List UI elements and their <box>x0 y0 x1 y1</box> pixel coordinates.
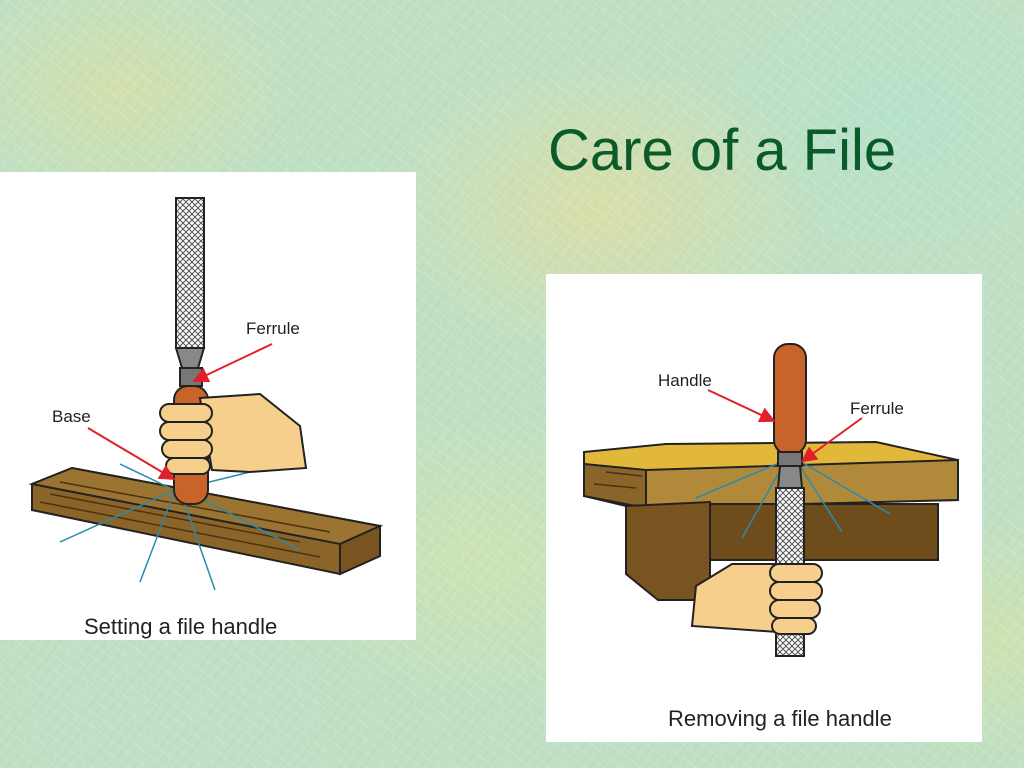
base-arrow <box>87 427 176 481</box>
file-handle-right <box>773 343 807 455</box>
ferrule-arrow-right <box>800 417 863 463</box>
figure-setting-file-handle: Ferrule Base Setting a file handle <box>0 172 416 640</box>
illustration-removing-handle <box>583 343 959 657</box>
figure-removing-file-handle: Handle Ferrule Removing a file handle <box>546 274 982 742</box>
hand-right <box>690 563 823 635</box>
ferrule-right <box>777 451 803 467</box>
wooden-board <box>28 466 384 576</box>
label-base: Base <box>52 407 91 426</box>
illustration-setting-handle <box>28 197 384 591</box>
impact-lines <box>59 463 301 591</box>
handle-arrow <box>707 389 776 423</box>
caption-left: Setting a file handle <box>84 614 278 639</box>
ferrule <box>179 367 203 387</box>
label-ferrule: Ferrule <box>246 319 300 338</box>
label-ferrule-right: Ferrule <box>850 399 904 418</box>
label-handle: Handle <box>658 371 712 390</box>
ferrule-arrow <box>192 343 273 383</box>
slide-title: Care of a File <box>548 118 897 183</box>
caption-right: Removing a file handle <box>668 706 892 731</box>
hand <box>159 392 308 475</box>
file-blade <box>174 197 206 369</box>
